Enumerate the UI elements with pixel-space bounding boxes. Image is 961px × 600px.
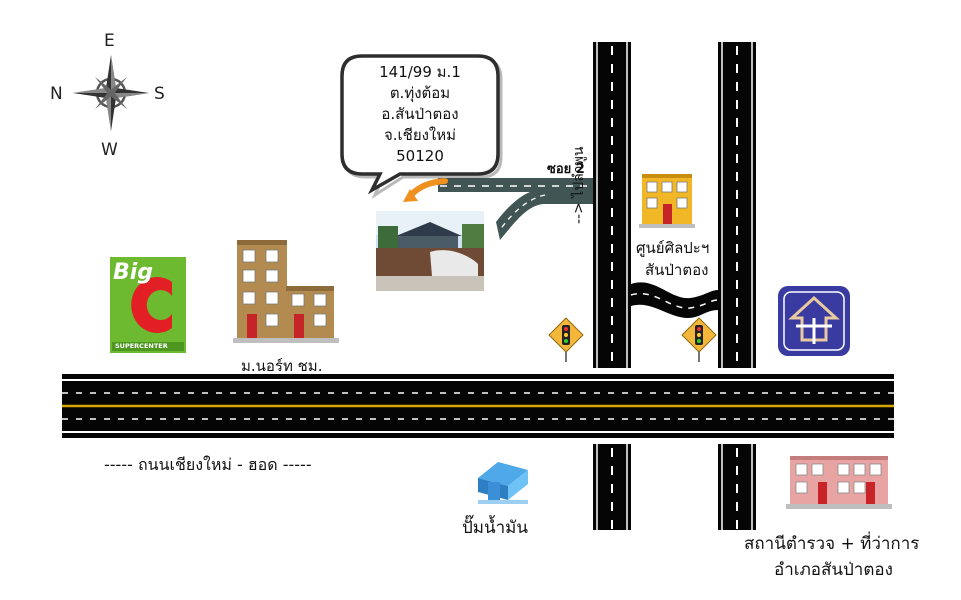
address-bubble: 141/99 ม.1 ต.ทุ่งต้อม อ.สันป่าตอง จ.เชีย… (344, 62, 496, 167)
police-station-building-icon (786, 456, 892, 509)
address-bubble-shape (340, 54, 503, 199)
art-center-label-line1: ศูนย์ศิลปะฯ (636, 239, 710, 257)
connector-road (630, 282, 719, 318)
police-station-label-line1: สถานีตำรวจ + ที่ว่าการ (744, 534, 920, 554)
art-center-label-line2: สันป่าตอง (645, 261, 709, 279)
address-line: 141/99 ม.1 (379, 63, 461, 81)
compass-east-label: E (104, 31, 115, 51)
main-road-label: ----- ถนนเชียงใหม่ - ฮอด ----- (104, 455, 312, 474)
soi-2-road (438, 178, 593, 240)
compass-west-label: W (101, 140, 118, 160)
house-photo-icon (376, 211, 484, 291)
address-line: ต.ทุ่งต้อม (389, 84, 451, 102)
soi-2-label: ซอย 2 (547, 162, 585, 177)
bigc-supercenter-text: SUPERCENTER (115, 342, 168, 350)
traffic-light-sign-icon (548, 317, 584, 362)
address-line: จ.เชียงใหม่ (383, 126, 457, 144)
address-line: อ.สันป่าตอง (381, 105, 459, 123)
gas-station-label: ปั๊มน้ำมัน (462, 518, 528, 538)
sso-logo-icon (778, 286, 850, 356)
address-line: 50120 (396, 147, 444, 165)
vertical-road-right (718, 42, 756, 530)
gas-station-icon (478, 462, 528, 504)
compass-rose-icon (73, 55, 149, 131)
bigc-letter-text: C (145, 281, 146, 282)
to-lamphun-label: --> ไปลำพูน (571, 146, 587, 224)
dormitory-label: ม.นอร์ท ชม. (241, 357, 323, 375)
dormitory-building-icon (233, 240, 339, 343)
compass-north-label: N (50, 84, 63, 104)
vertical-road-left (593, 42, 631, 530)
bigc-logo-icon (110, 257, 186, 353)
bigc-brand-text: Big (113, 260, 154, 285)
traffic-light-sign-icon (681, 317, 717, 362)
compass-south-label: S (154, 84, 165, 104)
main-road (62, 374, 894, 438)
art-center-building-icon (639, 174, 695, 228)
police-station-label-line2: อำเภอสันป่าตอง (774, 560, 893, 580)
location-arrow-icon (403, 178, 448, 202)
